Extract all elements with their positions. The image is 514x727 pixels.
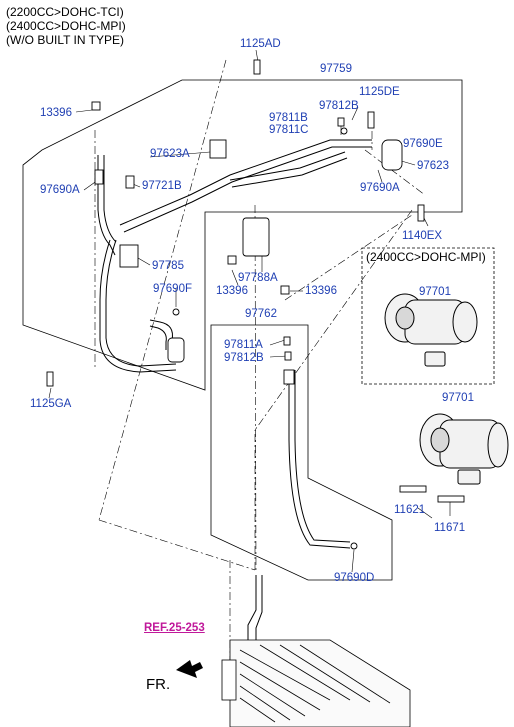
label-97811b[interactable]: 97811B bbox=[269, 112, 308, 124]
label-97812b-lower[interactable]: 97812B bbox=[224, 352, 264, 364]
oring-97811b bbox=[340, 127, 348, 135]
hose-lines bbox=[97, 139, 372, 650]
label-1140ex[interactable]: 1140EX bbox=[402, 230, 443, 242]
bolt-1125de bbox=[367, 111, 375, 129]
condenser bbox=[221, 639, 411, 727]
leader-lines bbox=[94, 59, 426, 690]
label-97701-main[interactable]: 97701 bbox=[442, 392, 474, 404]
label-97812b-top[interactable]: 97812B bbox=[319, 100, 359, 112]
label-97762[interactable]: 97762 bbox=[245, 308, 277, 320]
compressor-97701b bbox=[419, 413, 509, 485]
receiver-97623 bbox=[381, 139, 403, 171]
bolt-11671 bbox=[437, 495, 465, 503]
valve-97812b bbox=[337, 117, 345, 127]
header-line-3: (W/O BUILT IN TYPE) bbox=[6, 33, 125, 47]
option-box bbox=[361, 247, 495, 385]
label-97690a-right[interactable]: 97690A bbox=[360, 182, 400, 194]
label-97701-option[interactable]: 97701 bbox=[419, 286, 451, 298]
label-97811c[interactable]: 97811C bbox=[269, 124, 309, 136]
label-97690d[interactable]: 97690D bbox=[334, 572, 375, 584]
bolt-1125ad bbox=[253, 59, 261, 75]
label-97690e[interactable]: 97690E bbox=[403, 138, 443, 150]
bracket-97623a bbox=[209, 139, 227, 159]
label-1125ga[interactable]: 1125GA bbox=[30, 398, 72, 410]
assembly-outline-97762 bbox=[210, 324, 393, 581]
label-97690f[interactable]: 97690F bbox=[153, 283, 193, 295]
fitting-lower bbox=[283, 369, 295, 385]
oring-97690d bbox=[350, 542, 358, 550]
bolt-11621 bbox=[399, 485, 427, 493]
label-13396-mid[interactable]: 13396 bbox=[216, 285, 248, 297]
label-97623[interactable]: 97623 bbox=[417, 160, 449, 172]
assembly-outline-97759 bbox=[22, 79, 463, 391]
option-box-title: (2400CC>DOHC-MPI) bbox=[366, 250, 486, 264]
nut-13396b bbox=[227, 255, 237, 265]
label-97623a[interactable]: 97623A bbox=[150, 148, 190, 160]
bracket-97785 bbox=[119, 244, 139, 268]
label-1125ad[interactable]: 1125AD bbox=[240, 38, 281, 50]
label-97721b[interactable]: 97721B bbox=[142, 180, 182, 192]
nut-13396a bbox=[91, 101, 101, 111]
damper-97788a bbox=[242, 217, 270, 257]
label-1125de[interactable]: 1125DE bbox=[359, 86, 400, 98]
valve-97811a bbox=[283, 336, 291, 346]
bolt-1140ex bbox=[417, 204, 425, 222]
header-line-2: (2400CC>DOHC-MPI) bbox=[6, 19, 126, 33]
nut-13396c bbox=[280, 285, 290, 295]
oring-97690f bbox=[172, 308, 180, 316]
label-13396-top[interactable]: 13396 bbox=[40, 107, 72, 119]
compressor-97701a bbox=[384, 293, 478, 367]
reference-link[interactable]: REF.25-253 bbox=[144, 622, 205, 634]
label-97690a-left[interactable]: 97690A bbox=[40, 184, 80, 196]
fittings bbox=[46, 59, 465, 550]
fitting-97690a bbox=[94, 169, 104, 185]
front-direction-label: FR. bbox=[146, 676, 171, 693]
label-97811a[interactable]: 97811A bbox=[224, 339, 263, 351]
muffler bbox=[167, 337, 185, 363]
header-line-1: (2200CC>DOHC-TCI) bbox=[6, 5, 124, 19]
valve-97812bb bbox=[284, 351, 292, 361]
label-11671[interactable]: 11671 bbox=[434, 522, 466, 534]
label-97788a[interactable]: 97788A bbox=[238, 272, 278, 284]
switch-97721b bbox=[125, 175, 135, 189]
label-97759[interactable]: 97759 bbox=[320, 63, 352, 75]
label-97785[interactable]: 97785 bbox=[152, 260, 184, 272]
front-arrow bbox=[176, 660, 203, 678]
bolt-1125ga bbox=[46, 371, 54, 387]
label-13396-right[interactable]: 13396 bbox=[305, 285, 337, 297]
label-11621[interactable]: 11621 bbox=[394, 504, 426, 516]
